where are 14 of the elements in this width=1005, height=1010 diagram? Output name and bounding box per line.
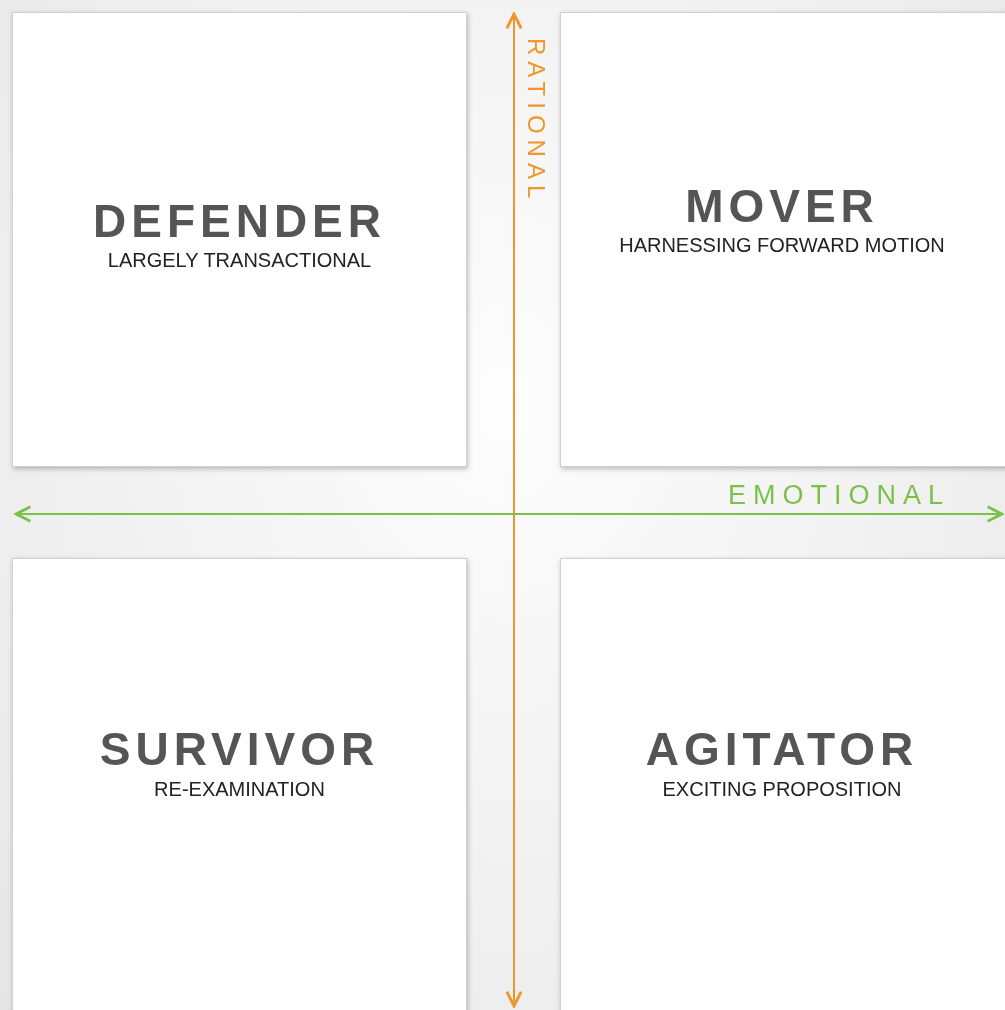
quadrant-subtitle: LARGELY TRANSACTIONAL: [107, 249, 372, 273]
axis-label: RATIONAL: [522, 38, 550, 205]
quadrant-subtitle: EXCITING PROPOSITION: [662, 777, 902, 801]
quadrant-card: [12, 12, 467, 467]
quadrant-title: SURVIVOR: [99, 725, 380, 774]
axis-label: EMOTIONAL: [728, 480, 951, 511]
quadrant-title: AGITATOR: [645, 725, 919, 774]
quadrant-card: [12, 558, 467, 1010]
quadrant-subtitle: RE-EXAMINATION: [154, 777, 325, 801]
quadrant-card: [560, 12, 1005, 467]
quadrant-card: [560, 558, 1005, 1010]
quadrant-subtitle: HARNESSING FORWARD MOTION: [619, 234, 945, 258]
quadrant-title: MOVER: [685, 181, 879, 231]
quadrant-title: DEFENDER: [93, 196, 386, 246]
